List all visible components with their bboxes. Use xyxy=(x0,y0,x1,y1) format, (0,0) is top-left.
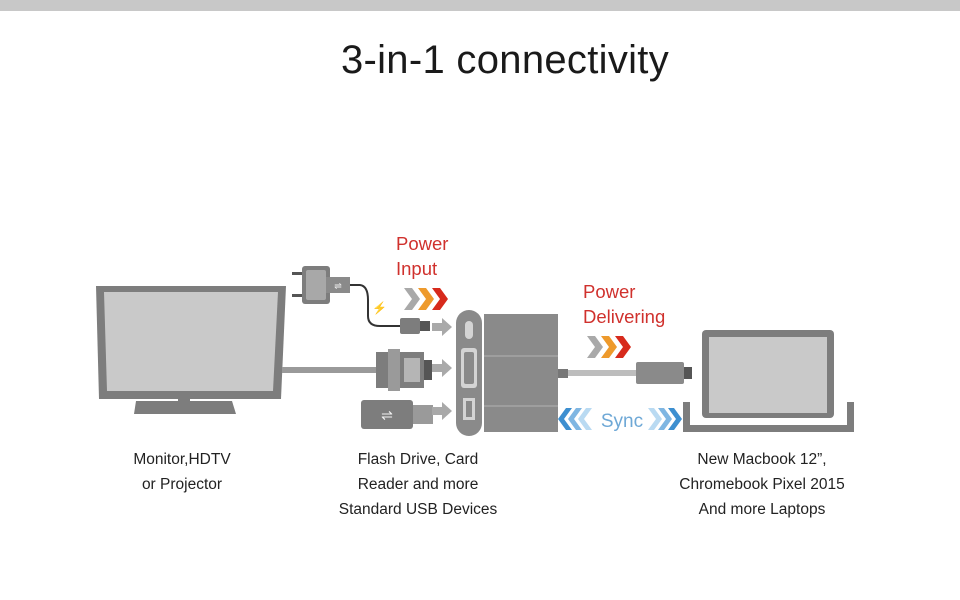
page-title: 3-in-1 connectivity xyxy=(340,38,670,82)
monitor-icon xyxy=(96,286,286,414)
flash-drive-icon: ⇌ xyxy=(361,400,433,429)
adapter-body xyxy=(484,314,558,432)
power-plug-icon: ⇌ xyxy=(292,266,350,304)
laptop-icon xyxy=(683,330,854,432)
power-delivering-line-1: Power xyxy=(583,281,636,302)
power-delivering-label: Power Delivering xyxy=(583,279,665,329)
input-arrows xyxy=(432,318,452,420)
sync-label: Sync xyxy=(601,411,643,432)
adapter-front-plate xyxy=(456,310,482,436)
charger-cable xyxy=(350,284,402,327)
power-input-line-2: Input xyxy=(396,258,438,279)
power-delivering-chevrons xyxy=(587,336,631,358)
usb-c-cable xyxy=(558,362,692,384)
laptop-caption-line-3: And more Laptops xyxy=(698,501,826,518)
laptop-caption-line-1: New Macbook 12”, xyxy=(697,451,827,468)
power-input-label: Power Input xyxy=(396,231,448,281)
vga-cable xyxy=(282,367,376,373)
usb-c-plug-icon xyxy=(400,318,430,334)
usb-caption: Flash Drive, Card Reader and more Standa… xyxy=(318,447,518,522)
monitor-caption: Monitor,HDTV or Projector xyxy=(90,447,274,497)
power-delivering-line-2: Delivering xyxy=(583,306,666,327)
monitor-caption-line-1: Monitor,HDTV xyxy=(133,451,231,468)
usb-caption-line-2: Reader and more xyxy=(357,476,479,493)
sync-arrows: Sync xyxy=(558,408,682,432)
svg-text:⇌: ⇌ xyxy=(381,407,393,423)
vga-connector-icon xyxy=(376,349,432,391)
monitor-caption-line-2: or Projector xyxy=(141,476,223,493)
usb-caption-line-1: Flash Drive, Card xyxy=(357,451,479,468)
usb-caption-line-3: Standard USB Devices xyxy=(338,501,498,518)
laptop-caption-line-2: Chromebook Pixel 2015 xyxy=(679,476,845,493)
power-input-chevrons xyxy=(404,288,448,310)
svg-text:⚡: ⚡ xyxy=(372,301,387,315)
top-bar xyxy=(0,0,960,11)
power-input-line-1: Power xyxy=(396,233,449,254)
laptop-caption: New Macbook 12”, Chromebook Pixel 2015 A… xyxy=(656,447,868,522)
svg-text:⇌: ⇌ xyxy=(334,281,342,291)
